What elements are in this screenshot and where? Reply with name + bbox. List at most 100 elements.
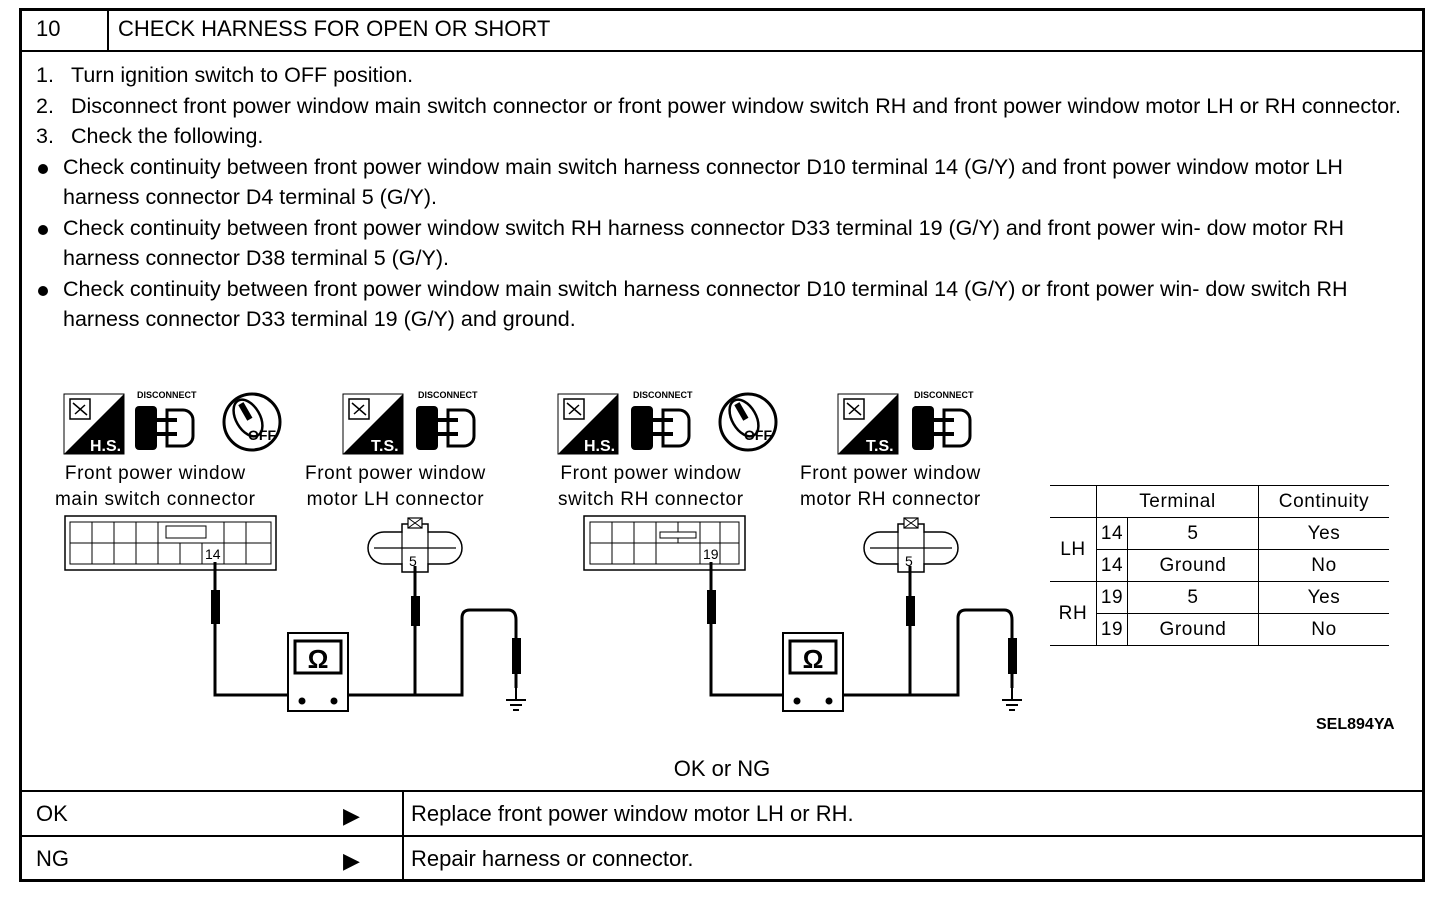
table-header-terminal: Terminal	[1096, 485, 1259, 518]
ignition-key-icon: OFF	[222, 392, 282, 452]
icon-label: DISCONNECT	[137, 390, 197, 400]
disconnect-icon: DISCONNECT	[910, 390, 974, 452]
motor-rh-connector: 5	[863, 517, 959, 573]
terminal-number: 14	[205, 546, 221, 562]
connector-label: Front power window motor LH connector	[305, 461, 486, 513]
ground-icon	[505, 687, 527, 711]
connector-label-line: motor RH connector	[800, 489, 981, 510]
table-side-label: RH	[1050, 581, 1097, 646]
bullet-text: Check continuity between front power win…	[63, 276, 1348, 332]
main-switch-connector: 14	[64, 515, 277, 571]
icon-label: T.S.	[866, 438, 894, 455]
table-cell-from: 14	[1096, 517, 1128, 550]
table-cell-result: No	[1311, 618, 1337, 640]
bullet-icon	[38, 224, 48, 235]
icon-label: T.S.	[371, 438, 399, 455]
lh-harness-wires	[213, 562, 518, 697]
procedure-frame	[19, 8, 1425, 882]
arrow-icon: ▶	[343, 848, 360, 873]
step-num: 3.	[36, 124, 54, 148]
ohmmeter-icon: Ω	[286, 631, 350, 713]
icon-label: H.S.	[584, 438, 615, 455]
table-header-continuity: Continuity	[1278, 490, 1370, 512]
connector-label-line: Front power window	[64, 463, 246, 484]
terminal-number: 19	[703, 546, 719, 562]
connector-label-line: Front power window	[560, 463, 742, 484]
terminal-number: 5	[905, 553, 913, 569]
connector-label-line: switch RH connector	[558, 489, 744, 510]
result-action-ok: Replace front power window motor LH or R…	[411, 801, 854, 826]
connector-label: Front power window motor RH connector	[800, 461, 981, 513]
ohmmeter-icon: Ω	[781, 631, 845, 713]
result-label-ng: NG	[36, 846, 69, 871]
check-bullet: Check continuity between front power win…	[36, 152, 1411, 213]
icon-label: DISCONNECT	[418, 390, 478, 400]
motor-lh-connector: 5	[367, 517, 463, 573]
icon-label: OFF	[248, 427, 276, 443]
figure-code: SEL894YA	[1316, 716, 1395, 733]
ohm-symbol: Ω	[803, 644, 824, 674]
bullet-text: Check continuity between front power win…	[63, 215, 1345, 271]
wiring-diagram: 14 5 Ω 19 5	[64, 515, 1023, 713]
step-text: Disconnect front power window main switc…	[71, 93, 1401, 118]
result-label-ok: OK	[36, 801, 68, 826]
hand-tester-icon: H.S.	[63, 393, 125, 455]
connector-label-line: motor LH connector	[306, 489, 485, 510]
instructions: 1.Turn ignition switch to OFF position. …	[36, 60, 1411, 335]
icon-label: DISCONNECT	[914, 390, 974, 400]
table-cell-to: 5	[1127, 517, 1259, 550]
result-action-ng: Repair harness or connector.	[411, 846, 694, 871]
tester-icon: T.S.	[342, 393, 404, 455]
check-bullet: Check continuity between front power win…	[36, 213, 1411, 274]
table-cell-from: 14	[1096, 549, 1128, 582]
step-text: Turn ignition switch to OFF position.	[71, 63, 414, 87]
continuity-table: Terminal Continuity LH 14 5 Yes 14 Groun…	[1050, 485, 1389, 646]
disconnect-icon: DISCONNECT	[414, 390, 478, 452]
table-cell-result: Yes	[1307, 522, 1341, 544]
table-cell-from: 19	[1096, 613, 1128, 646]
disconnect-icon: DISCONNECT	[133, 390, 197, 452]
table-cell-to: Ground	[1127, 613, 1259, 646]
instruction-step: 2. Disconnect front power window main swi…	[36, 91, 1411, 122]
terminal-number: 5	[409, 553, 417, 569]
ground-icon	[1001, 687, 1023, 711]
hand-tester-icon: H.S.	[557, 393, 619, 455]
table-cell-from: 19	[1096, 581, 1128, 614]
icon-row: H.S. DISCONNECT OFF T.S. DISCONNECT H.S.…	[63, 390, 974, 455]
connector-label: Front power window switch RH connector	[558, 461, 744, 513]
instruction-step: 1. Turn ignition switch to OFF position.	[36, 60, 1411, 91]
rh-probes	[707, 590, 1017, 674]
ignition-key-icon: OFF	[718, 392, 778, 452]
ok-or-ng-question: OK or NG	[673, 756, 771, 781]
tester-icon: T.S.	[837, 393, 899, 455]
table-side-label: LH	[1050, 517, 1097, 582]
arrow-icon: ▶	[343, 803, 360, 828]
icon-label: DISCONNECT	[633, 390, 693, 400]
ohm-symbol: Ω	[308, 644, 329, 674]
table-cell-result: Yes	[1307, 586, 1341, 608]
step-number: 10	[36, 16, 61, 41]
icon-label: OFF	[744, 427, 772, 443]
step-num: 2.	[36, 93, 54, 118]
connector-label: Front power window main switch connector	[55, 461, 256, 513]
table-cell-to: Ground	[1127, 549, 1259, 582]
step-text: Check the following.	[71, 124, 264, 148]
table-cell-to: 5	[1127, 581, 1259, 614]
instruction-step: 3. Check the following.	[36, 121, 1411, 152]
check-bullet: Check continuity between front power win…	[36, 274, 1411, 335]
lh-probes	[211, 590, 521, 674]
disconnect-icon: DISCONNECT	[629, 390, 693, 452]
bullet-icon	[38, 285, 48, 296]
icon-label: H.S.	[90, 438, 121, 455]
connector-label-line: main switch connector	[55, 489, 256, 510]
connector-label-line: Front power window	[305, 463, 486, 484]
table-cell-result: No	[1311, 554, 1337, 576]
table-header-blank	[1050, 485, 1097, 518]
rh-harness-wires	[709, 562, 1014, 697]
connector-label-line: Front power window	[800, 463, 981, 484]
step-num: 1.	[36, 63, 54, 87]
switch-rh-connector: 19	[583, 515, 746, 571]
step-title: CHECK HARNESS FOR OPEN OR SHORT	[118, 16, 551, 41]
bullet-text: Check continuity between front power win…	[63, 154, 1343, 210]
